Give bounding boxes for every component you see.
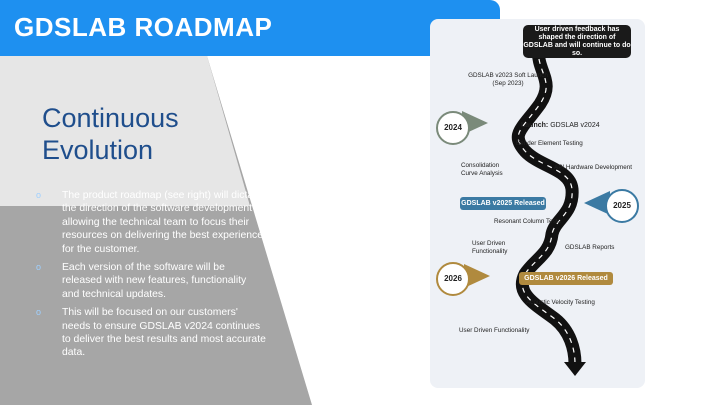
launch-label: Launch: GDSLAB v2024 xyxy=(521,122,600,130)
bullet-text: The product roadmap (see right) will dic… xyxy=(62,190,264,255)
bender-label: Bender Element Testing xyxy=(516,140,583,147)
bullet-item: o The product roadmap (see right) will di… xyxy=(36,189,266,256)
release-2026-pill: GDSLAB v2026 Released xyxy=(519,272,613,285)
bullet-list: o The product roadmap (see right) will di… xyxy=(36,189,266,365)
bullet-item: o This will be focused on our customers' … xyxy=(36,306,266,360)
bullet-marker-icon: o xyxy=(36,190,42,200)
bullet-text: This will be focused on our customers' n… xyxy=(62,307,266,359)
soft-launch-label: GDSLAB v2023 Soft Launch (Sep 2023) xyxy=(468,72,548,87)
feedback-callout: User driven feedback has shaped the dire… xyxy=(523,25,631,58)
bullet-text: Each version of the software will be rel… xyxy=(62,262,247,300)
year-2026-badge: 2026 xyxy=(436,262,470,296)
user-functionality-label-2: User Driven Functionality xyxy=(459,327,530,334)
bullet-marker-icon: o xyxy=(36,307,42,318)
user-functionality-label: User Driven Functionality xyxy=(472,240,508,255)
gray-panel xyxy=(0,56,320,405)
slide-title: GDSLAB ROADMAP xyxy=(14,12,273,42)
bullet-marker-icon: o xyxy=(36,262,42,273)
heading-line-1: Continuous xyxy=(42,103,179,133)
launch-name: GDSLAB v2024 xyxy=(550,122,600,129)
reports-label: GDSLAB Reports xyxy=(565,244,615,251)
api-label: API Hardware Development xyxy=(554,164,633,171)
resonant-label: Resonant Column Tests xyxy=(494,218,561,225)
roadmap-road xyxy=(462,48,610,376)
header-bar xyxy=(0,0,500,56)
consolidation-label: Consolidation Curve Analysis xyxy=(461,162,503,177)
year-2024-badge: 2024 xyxy=(436,111,470,145)
bullet-item: o Each version of the software will be re… xyxy=(36,261,266,301)
section-heading: Continuous Evolution xyxy=(42,102,179,166)
heading-line-2: Evolution xyxy=(42,135,154,165)
launch-prefix: Launch: xyxy=(521,122,549,129)
roadmap-card: User driven feedback has shaped the dire… xyxy=(430,19,645,388)
year-2025-badge: 2025 xyxy=(605,189,639,223)
release-2025-pill: GDSLAB v2025 Released xyxy=(460,197,546,210)
acoustic-label: Acoustic Velocity Testing xyxy=(526,299,595,306)
